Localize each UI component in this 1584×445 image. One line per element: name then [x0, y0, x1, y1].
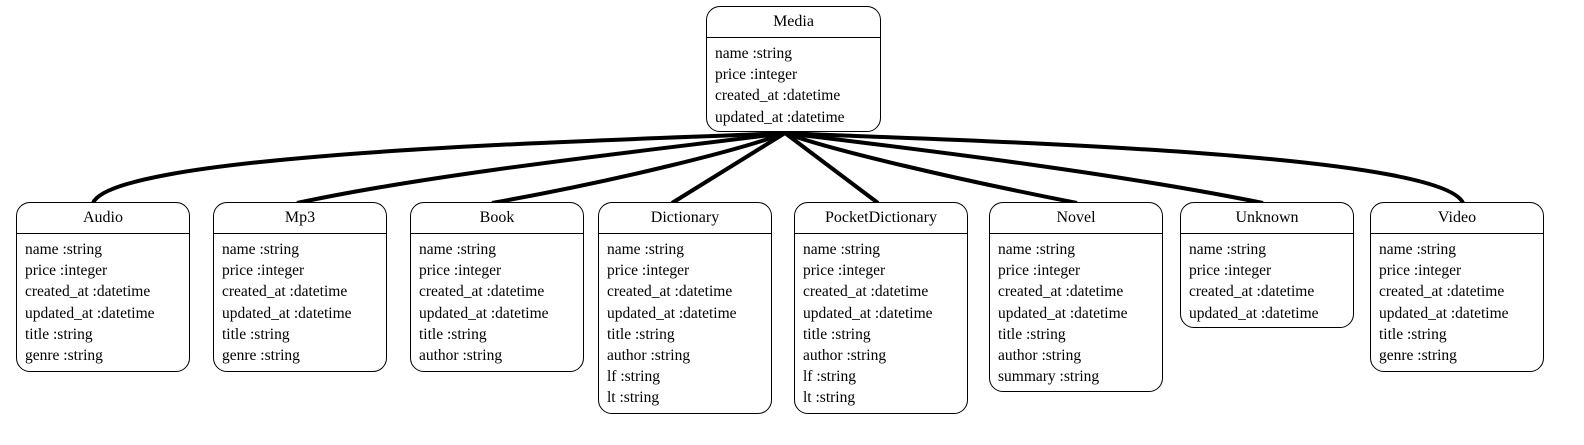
class-node-pocketdictionary: PocketDictionary name :string price :int…: [794, 202, 968, 414]
class-node-audio: Audio name :string price :integer create…: [16, 202, 190, 372]
class-node-mp3: Mp3 name :string price :integer created_…: [213, 202, 387, 372]
attribute: title :string: [1379, 325, 1447, 343]
attribute: created_at :datetime: [222, 283, 348, 301]
attribute: summary :string: [998, 368, 1100, 386]
attribute: created_at :datetime: [1379, 283, 1505, 301]
edge-unknown-to-media: [784, 131, 1264, 205]
class-node-dictionary: Dictionary name :string price :integer c…: [598, 202, 772, 414]
class-name: Dictionary: [599, 203, 771, 234]
class-name: Video: [1371, 203, 1543, 234]
attribute: updated_at :datetime: [1379, 304, 1509, 322]
attribute: price :integer: [803, 262, 886, 280]
class-node-unknown: Unknown name :string price :integer crea…: [1180, 202, 1354, 328]
class-name: Media: [707, 7, 880, 38]
attribute-list: name :string price :integer created_at :…: [990, 234, 1162, 387]
attribute: updated_at :datetime: [1189, 304, 1319, 322]
attribute: title :string: [998, 325, 1066, 343]
attribute: author :string: [803, 347, 887, 365]
class-node-video: Video name :string price :integer create…: [1370, 202, 1544, 372]
attribute: created_at :datetime: [25, 283, 151, 301]
attribute: updated_at :datetime: [998, 304, 1128, 322]
attribute: title :string: [222, 325, 290, 343]
attribute: created_at :datetime: [1189, 283, 1315, 301]
attribute: price :integer: [1379, 262, 1462, 280]
edge-dictionary-to-media: [670, 131, 787, 205]
edge-pocketdictionary-to-media: [783, 131, 880, 205]
attribute: lt :string: [607, 389, 660, 407]
attribute: price :integer: [998, 262, 1081, 280]
attribute: lf :string: [803, 368, 856, 386]
attribute-list: name :string price :integer created_at :…: [214, 234, 386, 366]
attribute-list: name :string price :integer created_at :…: [1371, 234, 1543, 366]
class-name: Unknown: [1181, 203, 1353, 234]
edge-audio-to-media: [91, 131, 786, 205]
attribute: title :string: [607, 325, 675, 343]
attribute: title :string: [25, 325, 93, 343]
attribute: author :string: [607, 347, 691, 365]
attribute-list: name :string price :integer created_at :…: [795, 234, 967, 409]
attribute-list: name :string price :integer created_at :…: [707, 38, 880, 128]
attribute: updated_at :datetime: [607, 304, 737, 322]
attribute-list: name :string price :integer created_at :…: [599, 234, 771, 409]
attribute: updated_at :datetime: [222, 304, 352, 322]
attribute-list: name :string price :integer created_at :…: [411, 234, 583, 366]
attribute: created_at :datetime: [998, 283, 1124, 301]
attribute: updated_at :datetime: [715, 108, 845, 126]
attribute: updated_at :datetime: [803, 304, 933, 322]
edge-novel-to-media: [784, 131, 1078, 205]
attribute: author :string: [998, 347, 1082, 365]
attribute: updated_at :datetime: [25, 304, 155, 322]
attribute: price :integer: [419, 262, 502, 280]
attribute: name :string: [607, 241, 685, 258]
attribute: lt :string: [803, 389, 856, 407]
attribute: price :integer: [607, 262, 690, 280]
attribute: created_at :datetime: [607, 283, 733, 301]
attribute: price :integer: [715, 66, 798, 84]
attribute: created_at :datetime: [803, 283, 929, 301]
attribute: price :integer: [1189, 262, 1272, 280]
attribute: title :string: [419, 325, 487, 343]
class-node-novel: Novel name :string price :integer create…: [989, 202, 1163, 392]
attribute: genre :string: [222, 347, 300, 365]
attribute-list: name :string price :integer created_at :…: [17, 234, 189, 366]
attribute: created_at :datetime: [715, 87, 841, 105]
attribute: genre :string: [1379, 347, 1457, 365]
attribute: genre :string: [25, 347, 103, 365]
class-name: Novel: [990, 203, 1162, 234]
class-name: PocketDictionary: [795, 203, 967, 234]
class-name: Book: [411, 203, 583, 234]
attribute: name :string: [1189, 241, 1267, 258]
attribute: lf :string: [607, 368, 660, 386]
edge-mp3-to-media: [296, 131, 786, 205]
attribute: name :string: [25, 241, 103, 258]
attribute: updated_at :datetime: [419, 304, 549, 322]
attribute: name :string: [1379, 241, 1457, 258]
class-name: Mp3: [214, 203, 386, 234]
attribute: price :integer: [222, 262, 305, 280]
attribute: author :string: [419, 347, 503, 365]
class-node-book: Book name :string price :integer created…: [410, 202, 584, 372]
attribute: name :string: [419, 241, 497, 258]
attribute: name :string: [998, 241, 1076, 258]
attribute: created_at :datetime: [419, 283, 545, 301]
attribute-list: name :string price :integer created_at :…: [1181, 234, 1353, 324]
attribute: name :string: [803, 241, 881, 258]
edge-book-to-media: [491, 131, 786, 205]
attribute: name :string: [715, 45, 793, 62]
class-name: Audio: [17, 203, 189, 234]
attribute: title :string: [803, 325, 871, 343]
attribute: price :integer: [25, 262, 108, 280]
attribute: name :string: [222, 241, 300, 258]
class-node-media: Media name :string price :integer create…: [706, 6, 881, 132]
edge-video-to-media: [784, 131, 1465, 205]
